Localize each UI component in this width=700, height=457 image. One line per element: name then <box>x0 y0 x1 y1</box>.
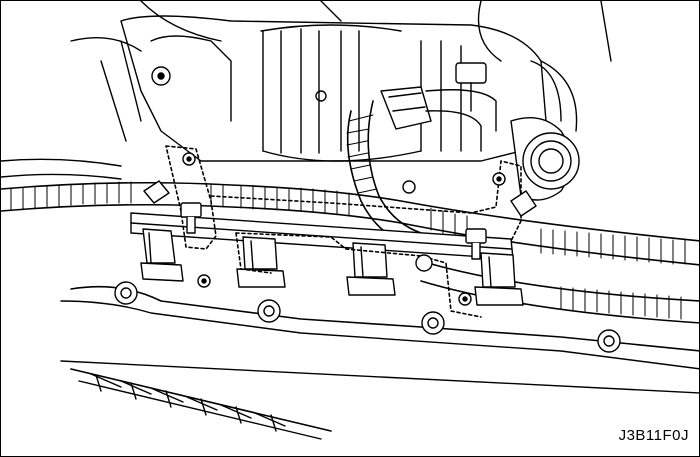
hose-connector <box>380 86 497 152</box>
valve-cover <box>60 281 699 394</box>
lower-ribbed-panel <box>70 368 332 440</box>
rail-bolts <box>143 152 537 306</box>
head-bolts <box>114 281 621 353</box>
injector-4 <box>474 252 524 306</box>
fuel-injectors <box>140 228 524 306</box>
sensor-assembly <box>455 60 580 201</box>
figure-code: J3B11F0J <box>618 427 689 444</box>
bolt-2 <box>465 228 487 260</box>
injector-2 <box>236 236 286 288</box>
wiring-harness <box>1 100 699 324</box>
bolt-1 <box>180 202 202 234</box>
injector-1 <box>140 228 184 282</box>
bolt-3 <box>143 180 537 217</box>
